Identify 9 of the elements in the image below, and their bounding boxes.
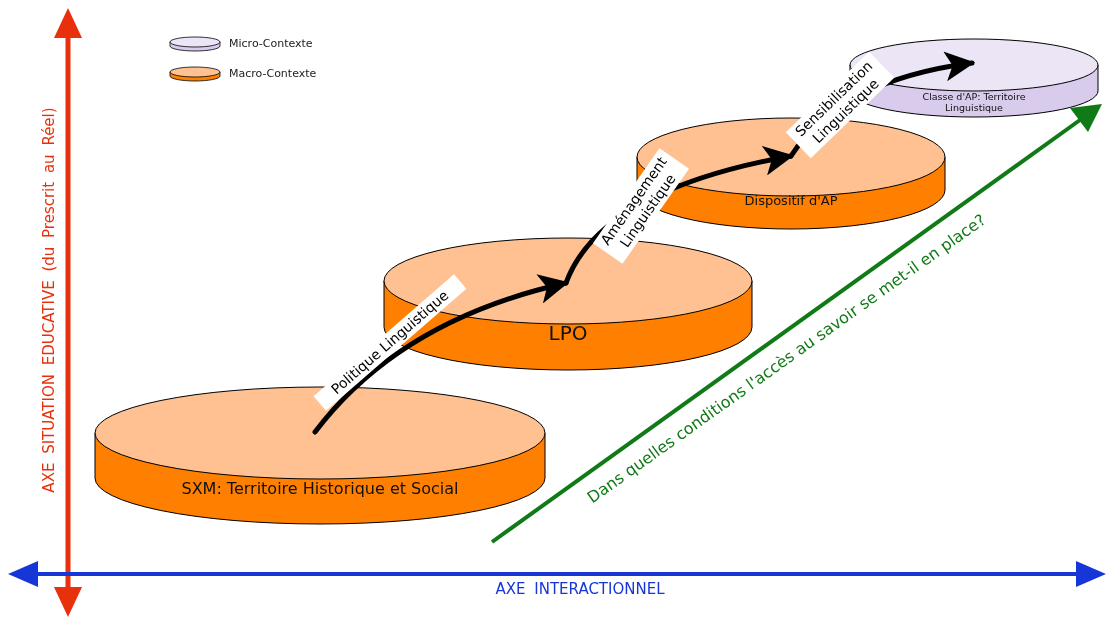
axis-label: AXE INTERACTIONNEL <box>495 580 665 598</box>
disc-label: LPO <box>548 321 588 345</box>
disc-label: Classe d'AP: Territoire Linguistique <box>921 92 1027 114</box>
disc-label: SXM: Territoire Historique et Social <box>181 479 459 499</box>
legend-label: Micro-Contexte <box>229 37 313 50</box>
disc-label: Dispositif d'AP <box>744 193 838 209</box>
axis-label: AXE SITUATION EDUCATIVE (du Prescrit au Réel) <box>39 107 58 493</box>
legend-label: Macro-Contexte <box>229 67 317 80</box>
curved-arrow <box>312 274 569 435</box>
